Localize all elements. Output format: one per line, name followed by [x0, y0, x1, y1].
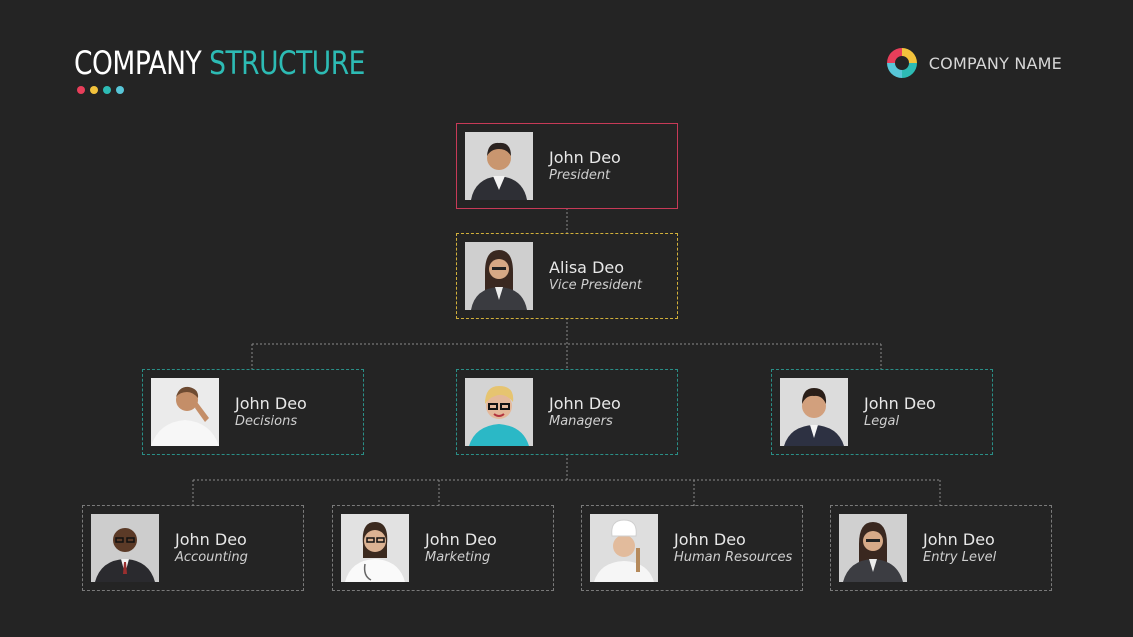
avatar [465, 378, 533, 446]
company-brand: COMPANY NAME [885, 46, 1062, 80]
company-name: COMPANY NAME [928, 53, 1062, 73]
dot-cyan [116, 86, 124, 94]
avatar [465, 242, 533, 310]
person-name: John Deo [923, 530, 995, 549]
person-role: Legal [864, 414, 900, 429]
person-name: John Deo [425, 530, 497, 549]
company-logo-icon [886, 48, 917, 78]
person-name: John Deo [674, 530, 746, 549]
avatar [341, 514, 409, 582]
org-card-entry-level[interactable]: John Deo Entry Level [830, 505, 1052, 591]
org-card-marketing[interactable]: John Deo Marketing [332, 505, 554, 591]
person-name: John Deo [864, 394, 936, 413]
avatar [839, 514, 907, 582]
org-card-president[interactable]: John Deo President [456, 123, 678, 209]
person-name: Alisa Deo [549, 258, 625, 277]
org-card-legal[interactable]: John Deo Legal [771, 369, 993, 455]
decorative-dots [77, 86, 124, 94]
person-name: John Deo [235, 394, 307, 413]
avatar [780, 378, 848, 446]
org-card-decisions[interactable]: John Deo Decisions [142, 369, 364, 455]
dot-red [77, 86, 85, 94]
org-card-vice-president[interactable]: Alisa Deo Vice President [456, 233, 678, 319]
person-name: John Deo [549, 148, 621, 167]
avatar [590, 514, 658, 582]
page-title: COMPANY STRUCTURE [74, 44, 365, 82]
dot-teal [103, 86, 111, 94]
person-role: Human Resources [674, 550, 793, 565]
avatar [151, 378, 219, 446]
person-role: Decisions [235, 414, 298, 429]
org-card-managers[interactable]: John Deo Managers [456, 369, 678, 455]
avatar [465, 132, 533, 200]
dot-yellow [90, 86, 98, 94]
person-name: John Deo [175, 530, 247, 549]
title-word-company: COMPANY [74, 44, 202, 82]
person-role: Managers [549, 414, 613, 429]
person-name: John Deo [549, 394, 621, 413]
person-role: Accounting [175, 550, 248, 565]
person-role: Marketing [425, 550, 491, 565]
person-role: President [549, 168, 611, 183]
org-card-human-resources[interactable]: John Deo Human Resources [581, 505, 803, 591]
avatar [91, 514, 159, 582]
title-word-structure: STRUCTURE [209, 44, 365, 82]
person-role: Entry Level [923, 550, 997, 565]
org-card-accounting[interactable]: John Deo Accounting [82, 505, 304, 591]
person-role: Vice President [549, 278, 642, 293]
